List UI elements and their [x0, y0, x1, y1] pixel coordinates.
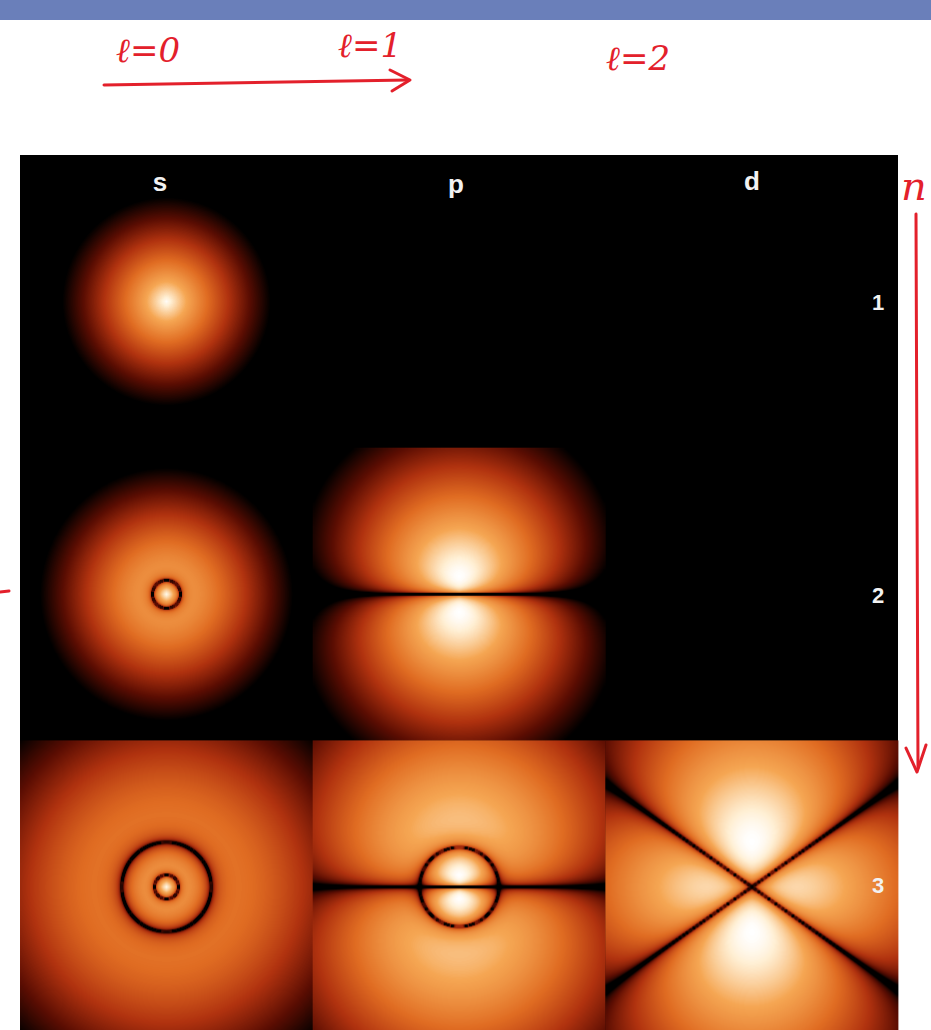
orbital-density-plot	[20, 448, 313, 741]
orbital-density-plot	[20, 155, 313, 448]
quantum-number-label: ℓ=1	[338, 28, 402, 62]
row-label: 2	[872, 585, 884, 607]
handwritten-marks	[0, 70, 926, 772]
stray-mark	[0, 591, 9, 592]
quantum-number-label: ℓ=0	[116, 33, 180, 67]
orbital-density-plot	[20, 740, 313, 1030]
row-label: 1	[872, 292, 884, 314]
orbital-density-plot	[313, 448, 606, 741]
orbital-images	[20, 155, 898, 1030]
column-label: s	[153, 169, 167, 195]
row-label: 3	[872, 875, 884, 897]
column-label: p	[448, 171, 464, 197]
orbital-density-plot	[605, 740, 898, 1030]
arrow-head	[390, 70, 410, 91]
title-bar	[0, 0, 931, 20]
l-direction-arrow	[104, 80, 408, 85]
quantum-number-label: ℓ=2	[606, 41, 670, 75]
arrow-head	[906, 745, 926, 772]
column-label: d	[744, 168, 760, 194]
n-direction-bracket	[916, 214, 918, 768]
axis-label: n	[901, 166, 927, 206]
orbital-density-plot	[313, 740, 606, 1030]
